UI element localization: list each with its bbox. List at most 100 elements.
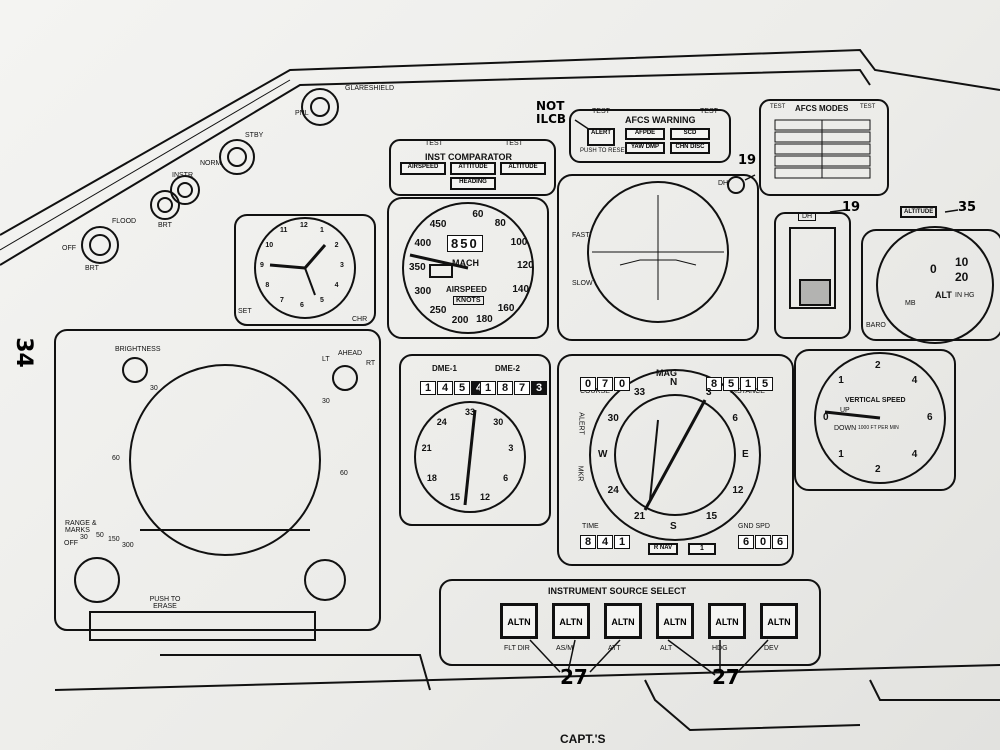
readout-digit: 1 bbox=[480, 381, 496, 395]
airspeed-tick-label: 120 bbox=[516, 260, 534, 272]
radar-lt-label: LT bbox=[322, 356, 330, 363]
afcs-chn-disc-button[interactable]: CHN DISC bbox=[670, 142, 710, 154]
switch-label-glareshield: GLARESHIELD bbox=[345, 85, 395, 92]
hsi-dial-label: 12 bbox=[732, 485, 744, 496]
radar-scale-left-60: 60 bbox=[112, 455, 120, 462]
hsi-dial-label: 6 bbox=[732, 413, 738, 424]
altimeter-mb-label: MB bbox=[905, 300, 916, 307]
clock-chr-button[interactable]: CHR bbox=[352, 316, 368, 323]
vsi-down-label: DOWN bbox=[834, 425, 857, 432]
airspeed-tick-label: 60 bbox=[472, 208, 484, 220]
hsi-mag-label: MAG bbox=[656, 368, 677, 378]
airspeed-tick-label: 160 bbox=[497, 303, 515, 315]
source-select-hdg-button[interactable]: ALTN bbox=[708, 603, 746, 639]
switch-knob-3 bbox=[170, 175, 200, 205]
altimeter-digit-3: 10 bbox=[955, 255, 969, 269]
radar-push-erase: PUSH TO ERASE bbox=[149, 596, 181, 610]
readout-digit: 4 bbox=[597, 535, 613, 549]
airspeed-tick-label: 300 bbox=[414, 285, 432, 297]
airspeed-tick-label: 80 bbox=[494, 218, 506, 230]
dme-compass-label: 3 bbox=[508, 443, 514, 454]
dme-compass-label: 6 bbox=[503, 473, 509, 483]
clock-numeral: 3 bbox=[340, 262, 344, 269]
switch-label-norm: NORM bbox=[200, 160, 222, 167]
afcs-warning-test-left: TEST bbox=[592, 108, 610, 115]
hsi-dial-label: 15 bbox=[706, 511, 718, 523]
source-select-att-button[interactable]: ALTN bbox=[604, 603, 642, 639]
readout-digit: 6 bbox=[772, 535, 788, 549]
radar-brightness-label: BRIGHTNESS bbox=[115, 346, 161, 353]
airspeed-tick-label: 250 bbox=[429, 304, 447, 316]
dme1-label: DME-1 bbox=[432, 364, 457, 373]
readout-digit: 4 bbox=[437, 381, 453, 395]
adi-dh-label: DH bbox=[718, 180, 729, 187]
switch-label-stby: STBY bbox=[245, 132, 264, 139]
inst-comparator-attitude-button[interactable]: ATTITUDE bbox=[450, 162, 496, 175]
source-select-dev-button[interactable]: ALTN bbox=[760, 603, 798, 639]
radar-scale-right-30: 30 bbox=[322, 398, 330, 405]
vsi-tick-label: 1 bbox=[838, 375, 844, 387]
afcs-modes-title: AFCS MODES bbox=[795, 104, 849, 113]
dme-compass-label: 15 bbox=[449, 492, 460, 503]
switch-label-instr: INSTR bbox=[172, 172, 193, 179]
altimeter-digit-2: 20 bbox=[955, 270, 969, 284]
switch-knob-2 bbox=[150, 190, 180, 220]
erase-knob bbox=[304, 559, 346, 601]
readout-digit: 1 bbox=[420, 381, 436, 395]
footer-caption: CAPT.'S bbox=[560, 732, 606, 746]
radar-ahead-label: AHEAD bbox=[338, 350, 363, 357]
dme-compass-label: 30 bbox=[493, 417, 504, 428]
source-select-caption: HDG bbox=[712, 645, 728, 652]
readout-digit: 0 bbox=[614, 377, 630, 391]
source-select-caption: AS/M bbox=[556, 645, 574, 652]
hsi-one-button[interactable]: 1 bbox=[688, 543, 716, 555]
vsi-tick-label: 6 bbox=[927, 412, 933, 423]
airspeed-digits: 850 bbox=[447, 235, 483, 252]
vsi-tick-label: 4 bbox=[911, 448, 918, 460]
clock-set-button[interactable]: SET bbox=[238, 308, 252, 315]
readout-digit: 8 bbox=[497, 381, 513, 395]
vsi-up-label: UP bbox=[840, 407, 850, 414]
radar-rt-label: RT bbox=[366, 360, 376, 367]
inst-comparator-altitude-button[interactable]: ALTITUDE bbox=[500, 162, 546, 175]
airspeed-tick-label: 100 bbox=[510, 236, 528, 248]
afcs-alert-button[interactable]: ALERT bbox=[587, 128, 615, 146]
hsi-dial-label: 3 bbox=[706, 386, 712, 398]
readout-digit: 8 bbox=[580, 535, 596, 549]
clock-numeral: 1 bbox=[320, 227, 324, 235]
airspeed-tick-label: 180 bbox=[476, 314, 493, 326]
altimeter-digit-1: 0 bbox=[930, 262, 937, 276]
readout-digit: 5 bbox=[723, 377, 739, 391]
hsi-dial-label: W bbox=[598, 449, 608, 460]
vsi-tick-label: 2 bbox=[875, 464, 881, 475]
afcs-scd-button[interactable]: SCD bbox=[670, 128, 710, 140]
hsi-rnav-button[interactable]: R NAV bbox=[648, 543, 678, 555]
brightness-knob bbox=[122, 357, 148, 383]
vsi-units-label: 1000 FT PER MIN bbox=[858, 425, 899, 431]
source-select-alt-button[interactable]: ALTN bbox=[656, 603, 694, 639]
altimeter-baro-knob[interactable]: BARO bbox=[866, 322, 886, 329]
readout-digit: 0 bbox=[580, 377, 596, 391]
radalt-dh-button[interactable]: DH bbox=[798, 212, 817, 221]
annotation-27-right: 27 bbox=[712, 665, 740, 689]
source-select-flt-dir-button[interactable]: ALTN bbox=[500, 603, 538, 639]
vsi-tick-label: 2 bbox=[875, 360, 881, 371]
ahead-knob bbox=[332, 365, 358, 391]
vsi-title: VERTICAL SPEED bbox=[845, 397, 906, 404]
altimeter-alt-label: ALT bbox=[935, 290, 952, 300]
source-select-as-m-button[interactable]: ALTN bbox=[552, 603, 590, 639]
afcs-warning-test-right: TEST bbox=[700, 108, 718, 115]
inst-comparator-heading-button[interactable]: HEADING bbox=[450, 177, 496, 190]
inst-comparator-airspeed-button[interactable]: AIRSPEED bbox=[400, 162, 446, 175]
inst-comparator-test-right: TEST bbox=[505, 140, 523, 147]
afcs-yaw-dmp-button[interactable]: YAW DMP bbox=[625, 142, 665, 154]
hsi-gndspd-label: GND SPD bbox=[738, 523, 770, 530]
afcs-afpde-button[interactable]: AFPDE bbox=[625, 128, 665, 140]
